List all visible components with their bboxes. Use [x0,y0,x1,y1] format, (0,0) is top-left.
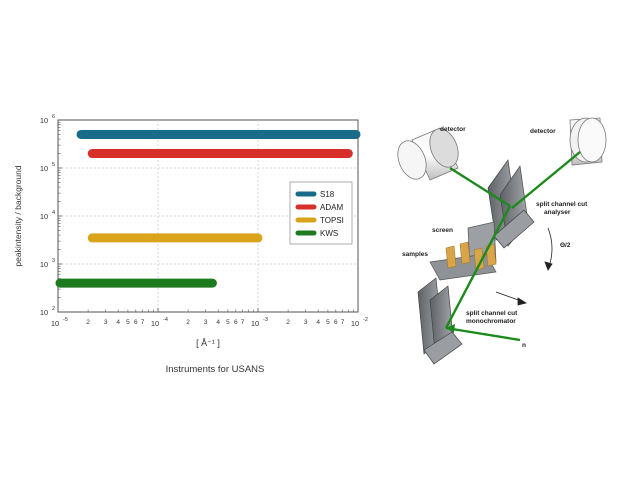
x-minor-tick-label: 2 [86,319,90,326]
y-tick-exponent: 3 [52,258,55,264]
y-tick-label: 10 [40,308,48,317]
x-minor-tick-label: 5 [226,319,230,326]
legend-label-kws: KWS [320,229,338,238]
y-tick-exponent: 2 [52,306,55,312]
x-minor-tick-label: 3 [304,319,308,326]
label-screen: screen [432,227,453,234]
analyser-crystal [487,159,535,249]
x-tick-label: 10 [351,319,359,328]
x-minor-tick-label: 7 [241,319,245,326]
x-tick-exponent: -5 [63,317,68,323]
neutron-beam [444,151,581,342]
x-minor-tick-label: 6 [334,319,338,326]
x-minor-tick-label: 7 [341,319,345,326]
label-analyser-1: split channel cut [536,201,588,208]
x-axis-unit-label: [ Å⁻¹ ] [196,338,220,348]
label-analyser-2: analyser [544,209,571,216]
legend-label-s18: S18 [320,190,335,199]
detector-right [569,117,607,166]
legend-label-topsi: TOPSI [320,216,344,225]
x-minor-tick-label: 5 [326,319,330,326]
y-tick-exponent: 5 [52,162,55,168]
y-tick-label: 10 [40,260,48,269]
y-tick-exponent: 4 [52,210,55,216]
detector-left [397,127,459,181]
label-angle: Θ/2 [560,242,571,249]
label-mono-2: monochromator [466,318,516,325]
label-neutron: n [522,342,526,349]
x-minor-tick-label: 2 [286,319,290,326]
x-minor-tick-label: 4 [116,319,120,326]
x-axis-caption: Instruments for USANS [166,364,265,375]
legend-label-adam: ADAM [320,203,343,212]
samples [429,241,497,281]
x-tick-label: 10 [51,319,59,328]
x-tick-exponent: -2 [363,317,368,323]
y-tick-label: 10 [40,164,48,173]
label-samples: samples [402,251,428,258]
x-tick-label: 10 [251,319,259,328]
monochromator-crystal [417,277,463,365]
label-mono-1: split channel cut [466,310,518,317]
y-tick-exponent: 6 [52,114,55,120]
x-minor-tick-label: 3 [204,319,208,326]
y-tick-label: 10 [40,116,48,125]
x-tick-exponent: -3 [263,317,268,323]
x-minor-tick-label: 4 [316,319,320,326]
y-axis-label: peakintensity / background [13,165,23,266]
y-axis: 10 2 10 3 10 4 10 5 10 6 [40,114,62,317]
rotation-arrows [495,227,553,306]
usans-instrument-diagram: detector detector split channel cut anal… [397,117,607,365]
x-minor-tick-label: 5 [126,319,130,326]
x-minor-tick-label: 2 [186,319,190,326]
x-tick-exponent: -4 [163,317,168,323]
x-minor-tick-label: 6 [234,319,238,326]
x-minor-tick-label: 7 [141,319,145,326]
x-tick-label: 10 [151,319,159,328]
x-minor-tick-label: 6 [134,319,138,326]
range-bars [55,129,361,288]
label-detector-left: detector [440,126,466,133]
x-minor-tick-label: 3 [104,319,108,326]
y-tick-label: 10 [40,212,48,221]
label-detector-right: detector [530,128,556,135]
x-minor-tick-label: 4 [216,319,220,326]
